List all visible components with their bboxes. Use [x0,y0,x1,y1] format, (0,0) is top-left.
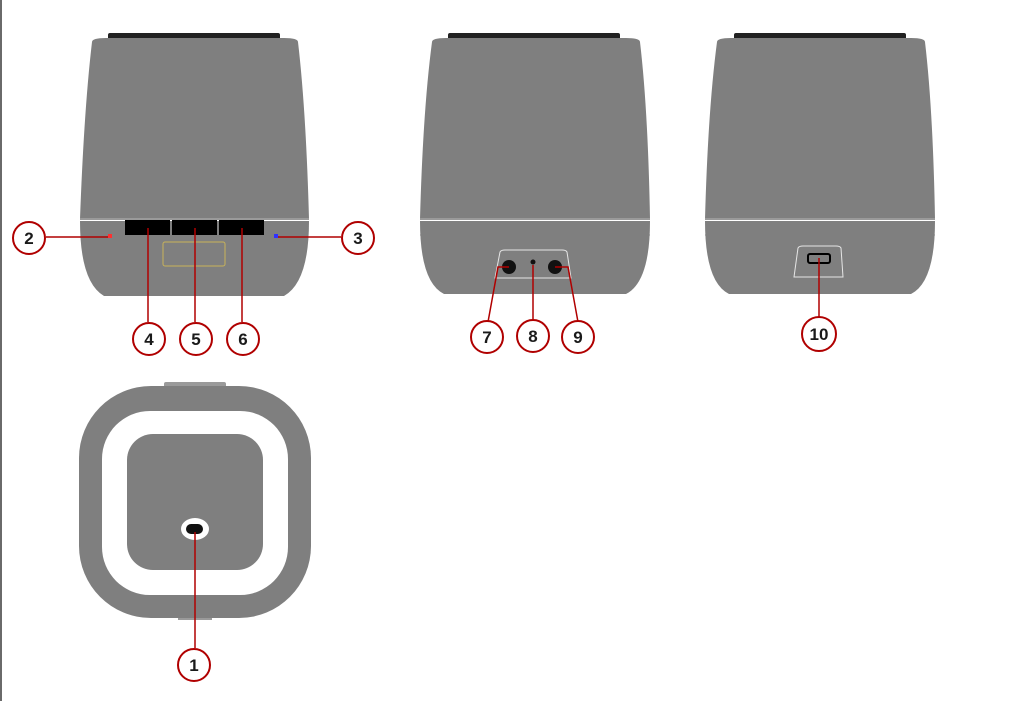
display-window [162,241,226,267]
callout-circle [132,322,166,356]
leader-lines [46,228,820,648]
speaker-bottom-view [79,382,311,620]
callout-10: 10 [801,316,837,352]
callout-circle [12,221,46,255]
callout-label-8: 8 [528,327,537,346]
callout-5: 5 [179,322,213,356]
callout-7: 7 [470,320,504,354]
blue-led-icon [274,234,278,238]
callout-circle [516,319,550,353]
callout-circle [470,320,504,354]
mic-hole [530,259,536,265]
callout-circle [179,322,213,356]
bottom-plate [127,434,263,570]
callout-label-1: 1 [189,656,198,675]
callout-circle [177,648,211,682]
red-led-icon [108,234,112,238]
button-middle [172,220,217,235]
leader-9 [555,266,579,323]
callout-label-2: 2 [24,229,33,248]
callout-1: 1 [177,648,211,682]
speaker-front-view [80,33,309,296]
callout-9: 9 [561,320,595,354]
callout-8: 8 [516,319,550,353]
speaker-back-view [420,33,650,294]
callout-label-9: 9 [573,328,582,347]
leader-7 [487,266,509,323]
callout-label-6: 6 [238,330,247,349]
callout-circle [561,320,595,354]
callout-circle [226,322,260,356]
power-switch-icon [186,524,203,534]
speaker-side-view [705,33,935,294]
callout-label-5: 5 [191,330,200,349]
callout-circle [341,221,375,255]
callout-6: 6 [226,322,260,356]
callout-4: 4 [132,322,166,356]
callout-label-3: 3 [353,229,362,248]
upper-body [80,38,309,219]
callout-label-4: 4 [144,330,154,349]
left-border [0,0,2,701]
callout-circle [801,316,837,352]
callout-label-10: 10 [810,325,829,344]
callout-2: 2 [12,221,46,255]
callout-label-7: 7 [482,328,491,347]
upper-body [705,38,935,219]
upper-body [420,38,650,219]
callout-3: 3 [341,221,375,255]
button-left [125,220,170,235]
button-right [219,220,264,235]
